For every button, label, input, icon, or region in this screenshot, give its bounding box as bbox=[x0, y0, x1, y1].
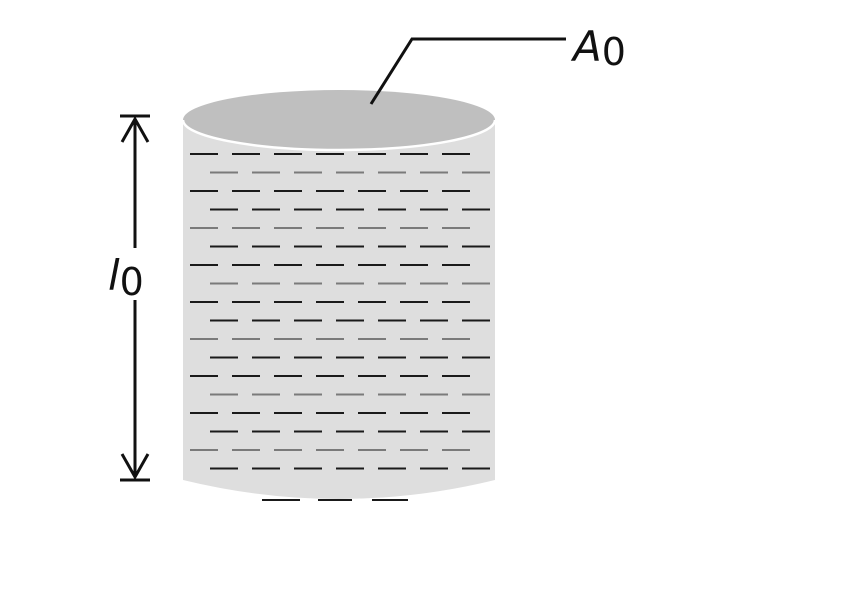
area-label-letter: A bbox=[570, 22, 602, 71]
cylinder-body bbox=[183, 120, 495, 499]
length-label-subscript: 0 bbox=[120, 260, 144, 304]
area-leader-line bbox=[369, 37, 566, 105]
cylinder-top-face bbox=[183, 90, 495, 150]
length-label: l0 bbox=[108, 251, 144, 304]
area-label-subscript: 0 bbox=[602, 30, 626, 74]
length-arrowhead-bottom bbox=[120, 453, 150, 481]
liquid-dashes bbox=[190, 153, 490, 501]
cylinder-top-front-rim bbox=[181, 119, 497, 152]
length-arrowhead-top bbox=[120, 115, 150, 143]
length-label-letter: l bbox=[108, 251, 120, 300]
area-label: A0 bbox=[570, 22, 626, 74]
length-label-background bbox=[104, 248, 156, 300]
